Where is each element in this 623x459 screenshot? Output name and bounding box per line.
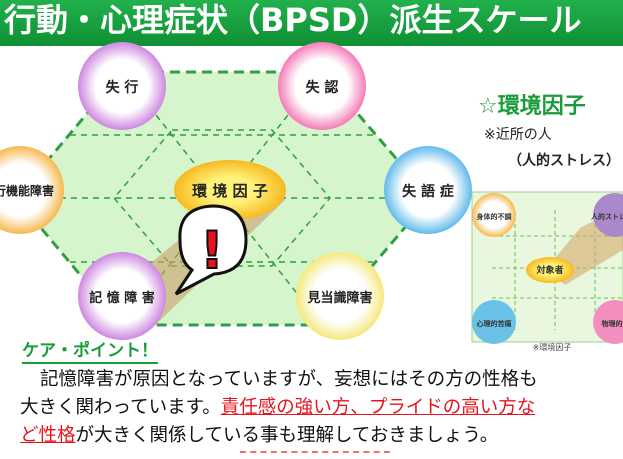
factor-sub: （人的ストレス）: [508, 153, 620, 169]
node-top-right-label: 失 認: [306, 79, 339, 96]
thumbnail-diagram: 身体的不調 人的ストレス 対象者 心理的苦痛 物理的 ※環境因子: [471, 191, 623, 352]
node-center: 環 境 因 子: [174, 160, 286, 220]
care-line-3-suffix: が大きく関係している事も理解しておきましょう。: [75, 425, 499, 446]
node-center-label: 環 境 因 子: [192, 182, 268, 200]
care-line-3-red: ど性格: [20, 425, 76, 446]
title-bar: 行動・心理症状（BPSD）派生スケール: [0, 0, 623, 46]
node-bottom-left: 記 憶 障 害: [78, 252, 166, 340]
thumb-top-right: 人的ストレス: [591, 212, 623, 221]
alert-bubble: !: [174, 204, 248, 296]
care-body-text: 記憶障害が原因となっていますが、妄想にはその方の性格も 大きく関わっています。責…: [20, 366, 620, 450]
node-bottom-right-label: 見当識障害: [306, 290, 372, 306]
node-top-left-label: 失 行: [106, 79, 139, 96]
node-left-label: 行機能障害: [0, 183, 54, 198]
node-right: 失 語 症: [384, 146, 472, 234]
page-title: 行動・心理症状（BPSD）派生スケール: [4, 1, 582, 39]
thumb-top-left: 身体的不調: [476, 212, 512, 221]
factor-note: ※近所の人: [484, 127, 552, 143]
thumb-caption: ※環境因子: [533, 342, 572, 352]
node-bottom-left-label: 記 憶 障 害: [89, 290, 155, 306]
node-top-left: 失 行: [78, 42, 166, 130]
care-line-2: 大きく関わっています。責任感の強い方、プライドの高い方な: [20, 394, 620, 422]
care-line-3: ど性格が大きく関係している事も理解しておきましょう。: [20, 422, 620, 450]
care-line-1: 記憶障害が原因となっていますが、妄想にはその方の性格も: [40, 369, 538, 390]
factor-title: ☆環境因子: [478, 94, 586, 119]
node-left: 行機能障害: [0, 146, 64, 234]
care-line-2-prefix: 大きく関わっています。: [20, 397, 221, 418]
thumb-bottom-right: 物理的: [602, 319, 623, 328]
node-right-label: 失 語 症: [402, 183, 454, 200]
footer-decoration: [240, 451, 390, 457]
alert-icon: !: [200, 221, 224, 281]
care-line-2-red: 責任感の強い方、プライドの高い方な: [220, 397, 536, 418]
thumb-center: 対象者: [535, 264, 563, 276]
thumb-bottom-left: 心理的苦痛: [477, 319, 512, 328]
care-point-heading: ケア・ポイント！: [22, 336, 158, 364]
node-bottom-right: 見当識障害: [296, 252, 384, 340]
node-top-right: 失 認: [278, 42, 366, 130]
